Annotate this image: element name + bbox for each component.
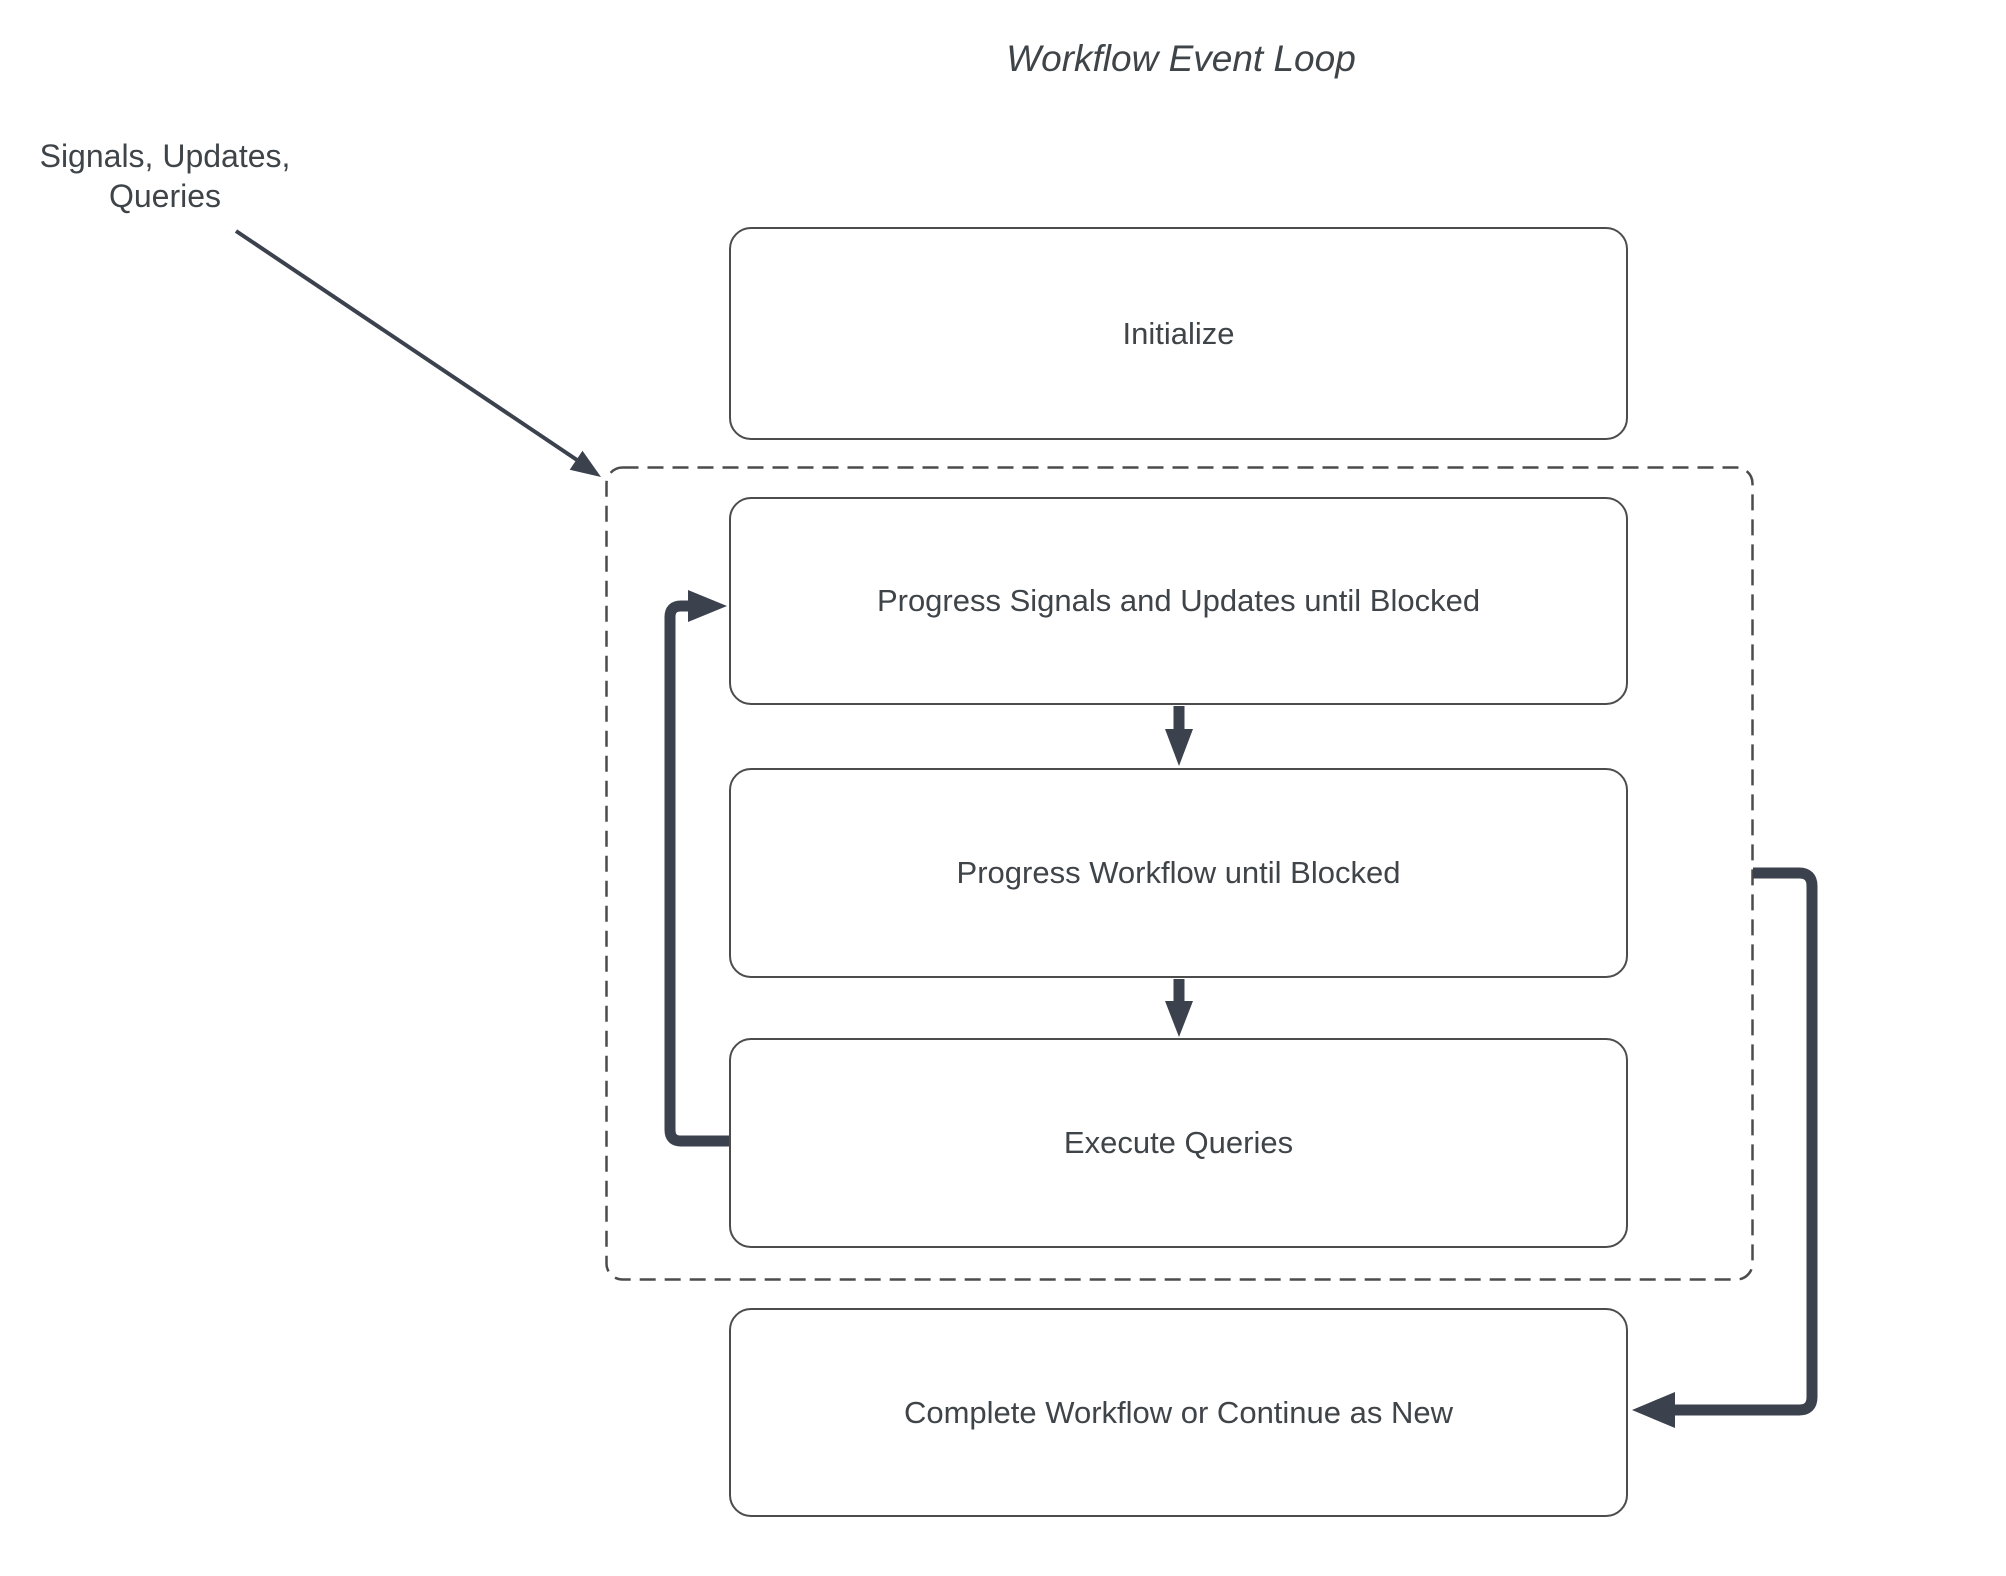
signals-input-arrowhead-icon — [569, 450, 601, 477]
query-loop-arrow-line — [664, 600, 729, 1147]
signals-input-arrow-line — [234, 229, 582, 464]
annotation-line-1: Signals, Updates, — [39, 138, 291, 174]
down-arrow-1-head-icon — [1165, 729, 1193, 766]
box-complete-workflow: Complete Workflow or Continue as New — [729, 1308, 1628, 1517]
signals-updates-queries-label: Signals, Updates, Queries — [20, 136, 310, 216]
box-complete-workflow-label: Complete Workflow or Continue as New — [903, 1394, 1454, 1430]
box-progress-signals-label: Progress Signals and Updates until Block… — [876, 583, 1481, 618]
annotation-line-2: Queries — [108, 178, 222, 214]
box-progress-signals: Progress Signals and Updates until Block… — [729, 497, 1628, 705]
diagram-title: Workflow Event Loop — [1006, 38, 1356, 79]
box-initialize: Initialize — [729, 227, 1628, 440]
box-progress-workflow: Progress Workflow until Blocked — [729, 768, 1628, 978]
down-arrow-1 — [1165, 706, 1193, 766]
box-execute-queries-label: Execute Queries — [1063, 1125, 1294, 1160]
continue-as-new-arrow — [1632, 867, 1818, 1428]
query-loop-arrow — [664, 590, 729, 1147]
box-progress-workflow-label: Progress Workflow until Blocked — [956, 855, 1401, 890]
box-execute-queries: Execute Queries — [729, 1038, 1628, 1248]
continue-as-new-arrow-line — [1675, 867, 1818, 1416]
down-arrow-2-head-icon — [1165, 1001, 1193, 1037]
query-loop-arrowhead-icon — [688, 590, 727, 622]
continue-as-new-arrowhead-icon — [1632, 1392, 1675, 1428]
box-initialize-label: Initialize — [1122, 315, 1235, 351]
down-arrow-2 — [1165, 979, 1193, 1037]
signals-input-arrow — [234, 229, 601, 477]
